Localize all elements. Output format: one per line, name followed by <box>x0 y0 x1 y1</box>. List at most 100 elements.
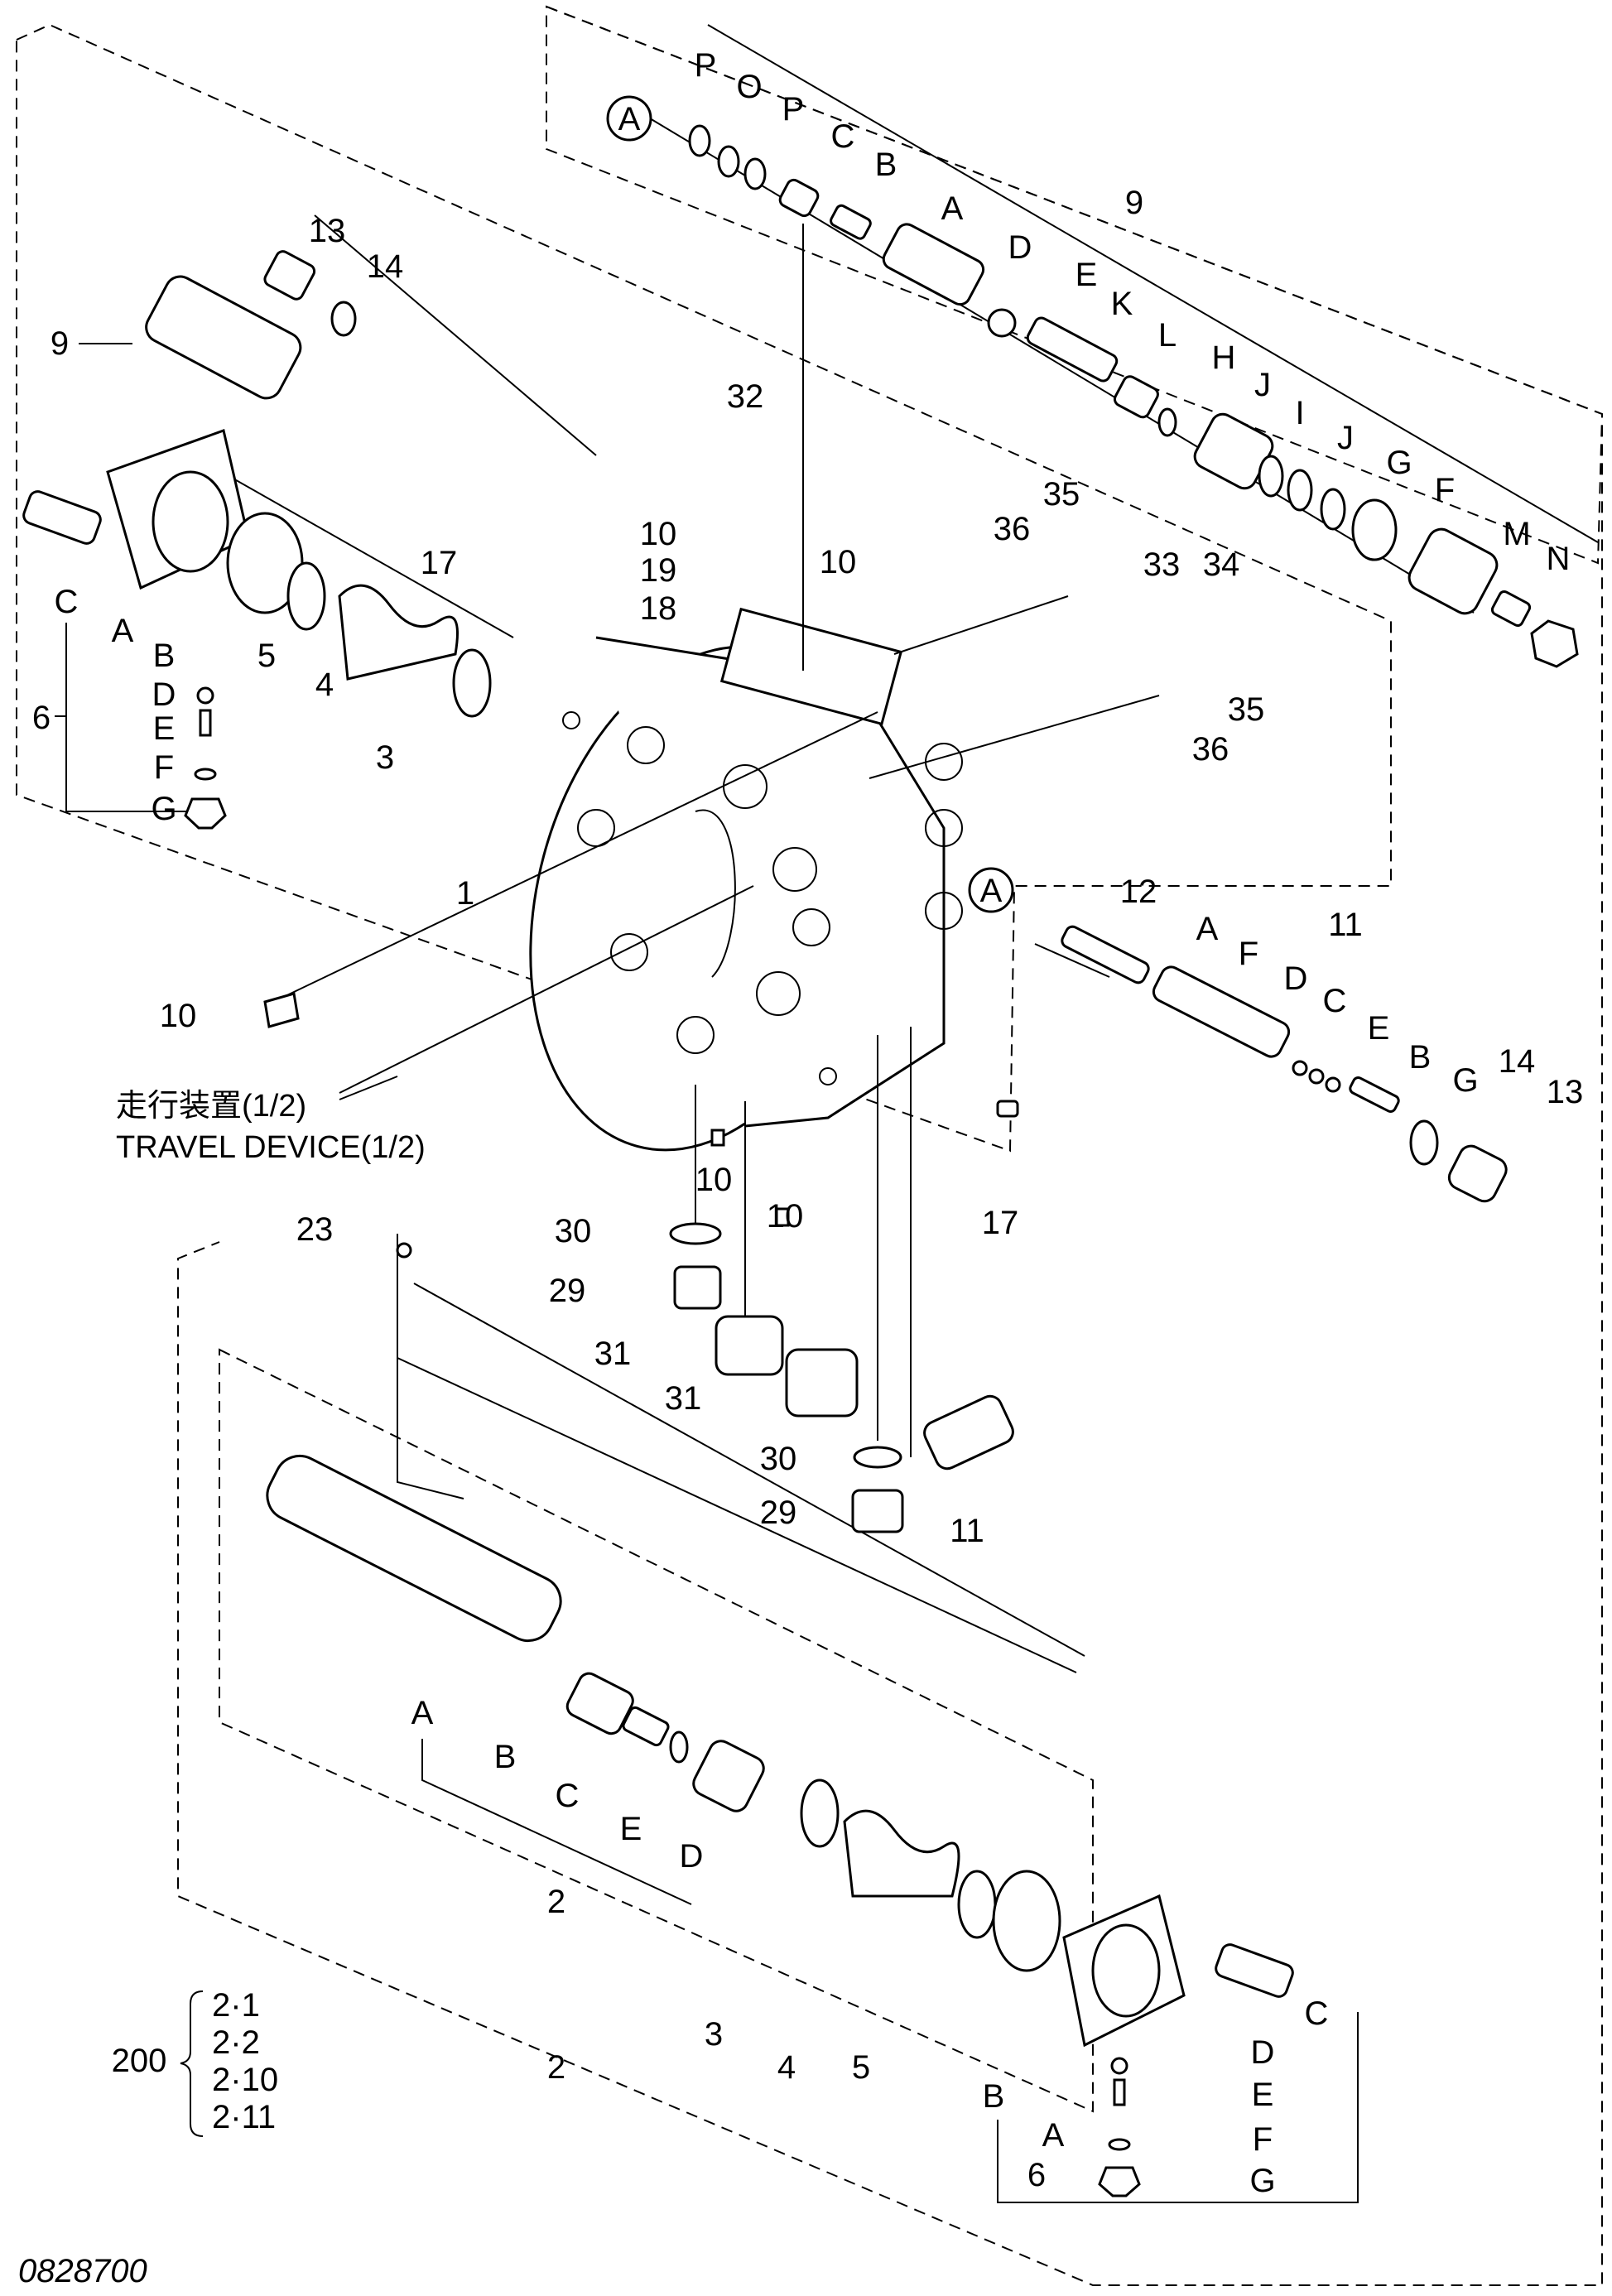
svg-text:E: E <box>1252 2077 1274 2113</box>
svg-text:19: 19 <box>640 552 677 589</box>
svg-text:13: 13 <box>1547 1074 1584 1110</box>
svg-text:D: D <box>680 1838 704 1875</box>
svg-text:TRAVEL DEVICE(1/2): TRAVEL DEVICE(1/2) <box>116 1130 426 1165</box>
svg-text:F: F <box>1253 2121 1273 2158</box>
svg-text:G: G <box>151 791 176 827</box>
svg-text:6: 6 <box>1027 2157 1046 2193</box>
right-spool-callouts: 12 A 11 F D C E B G 14 13 17 <box>982 874 1584 1241</box>
svg-text:C: C <box>1305 1995 1329 2032</box>
svg-text:C: C <box>831 118 855 155</box>
svg-text:O: O <box>736 69 762 105</box>
svg-text:D: D <box>152 676 176 713</box>
circle-marker-top: A <box>606 95 652 142</box>
svg-text:17: 17 <box>982 1205 1019 1241</box>
svg-text:30: 30 <box>555 1213 592 1249</box>
svg-text:2: 2 <box>547 2049 565 2086</box>
svg-text:5: 5 <box>257 638 276 674</box>
lower-spool-boundary <box>219 1348 1094 2113</box>
svg-text:2·2: 2·2 <box>212 2024 260 2061</box>
svg-text:29: 29 <box>549 1273 586 1309</box>
svg-text:B: B <box>1409 1039 1432 1076</box>
svg-text:4: 4 <box>777 2049 796 2086</box>
svg-text:10: 10 <box>767 1198 804 1235</box>
svg-text:31: 31 <box>594 1336 632 1372</box>
center-callouts: 32 10 19 18 10 36 35 33 34 35 36 1 10 23 <box>160 378 1265 1248</box>
svg-text:35: 35 <box>1043 476 1080 513</box>
svg-text:A: A <box>941 190 964 227</box>
top-assembly-callouts: P O P C B A 9 D E K L H J I J G F M N <box>695 24 1599 577</box>
svg-text:2: 2 <box>547 1884 565 1920</box>
svg-text:D: D <box>1008 229 1032 266</box>
svg-text:F: F <box>1435 472 1455 508</box>
svg-text:31: 31 <box>665 1380 702 1417</box>
svg-text:A: A <box>980 873 1003 909</box>
svg-text:5: 5 <box>852 2049 870 2086</box>
svg-text:17: 17 <box>421 545 458 581</box>
svg-text:32: 32 <box>727 378 764 415</box>
svg-text:J: J <box>1337 420 1354 456</box>
right-spool-parts <box>996 925 1508 1203</box>
svg-text:A: A <box>112 613 134 649</box>
svg-text:C: C <box>55 584 79 620</box>
svg-text:4: 4 <box>315 667 334 703</box>
svg-text:G: G <box>1386 445 1412 481</box>
svg-text:23: 23 <box>296 1211 334 1248</box>
svg-text:A: A <box>1196 911 1219 947</box>
svg-text:G: G <box>1452 1062 1478 1099</box>
svg-text:11: 11 <box>950 1513 984 1549</box>
svg-text:E: E <box>1368 1010 1390 1047</box>
svg-text:B: B <box>983 2078 1005 2115</box>
svg-text:L: L <box>1158 317 1177 354</box>
svg-text:J: J <box>1254 367 1271 403</box>
svg-text:3: 3 <box>705 2016 723 2053</box>
svg-text:C: C <box>556 1778 580 1814</box>
assembly-axes <box>206 214 1160 1673</box>
svg-text:10: 10 <box>640 516 677 552</box>
svg-text:2·10: 2·10 <box>212 2062 278 2098</box>
svg-text:K: K <box>1111 286 1133 322</box>
svg-text:E: E <box>1075 257 1098 293</box>
svg-text:1: 1 <box>456 875 474 912</box>
svg-text:B: B <box>875 147 897 183</box>
svg-text:E: E <box>153 710 176 747</box>
svg-text:走行装置(1/2): 走行装置(1/2) <box>116 1089 306 1124</box>
svg-text:D: D <box>1251 2034 1275 2071</box>
bottom-plugs <box>263 992 1014 1533</box>
svg-text:3: 3 <box>376 739 394 776</box>
top-cartridge-parts <box>645 115 1579 668</box>
svg-text:A: A <box>618 101 641 137</box>
svg-text:M: M <box>1503 516 1530 552</box>
svg-text:200: 200 <box>112 2043 167 2079</box>
svg-text:10: 10 <box>160 998 197 1034</box>
svg-text:6: 6 <box>32 700 51 736</box>
left-cover-callouts: 13 14 9 C A B D E F G 6 5 4 3 17 <box>32 213 457 827</box>
svg-text:C: C <box>1323 983 1347 1019</box>
svg-text:H: H <box>1212 339 1236 376</box>
svg-text:14: 14 <box>367 248 404 285</box>
svg-text:N: N <box>1547 541 1571 577</box>
svg-text:36: 36 <box>994 511 1031 547</box>
svg-text:2·1: 2·1 <box>212 1987 260 2024</box>
svg-text:13: 13 <box>309 213 346 249</box>
svg-text:36: 36 <box>1192 731 1229 768</box>
svg-text:12: 12 <box>1120 874 1157 910</box>
svg-text:33: 33 <box>1143 546 1181 583</box>
svg-text:9: 9 <box>1125 185 1143 221</box>
top-cartridge-boundary <box>546 5 1604 565</box>
lower-assembly-parts <box>266 1454 1294 2197</box>
svg-text:11: 11 <box>1328 907 1363 943</box>
svg-text:I: I <box>1295 395 1304 431</box>
svg-text:P: P <box>695 47 717 84</box>
svg-text:B: B <box>494 1739 517 1775</box>
svg-text:18: 18 <box>640 590 677 627</box>
svg-text:A: A <box>411 1695 434 1731</box>
svg-text:E: E <box>620 1811 642 1847</box>
svg-text:9: 9 <box>51 325 69 362</box>
svg-text:F: F <box>1239 936 1258 972</box>
circle-marker-body: A <box>968 867 1014 913</box>
bottom-plug-callouts: 10 10 30 29 31 31 30 29 11 <box>549 1162 984 1549</box>
svg-text:34: 34 <box>1203 546 1240 583</box>
left-cover-parts <box>22 250 492 830</box>
svg-text:10: 10 <box>695 1162 733 1198</box>
